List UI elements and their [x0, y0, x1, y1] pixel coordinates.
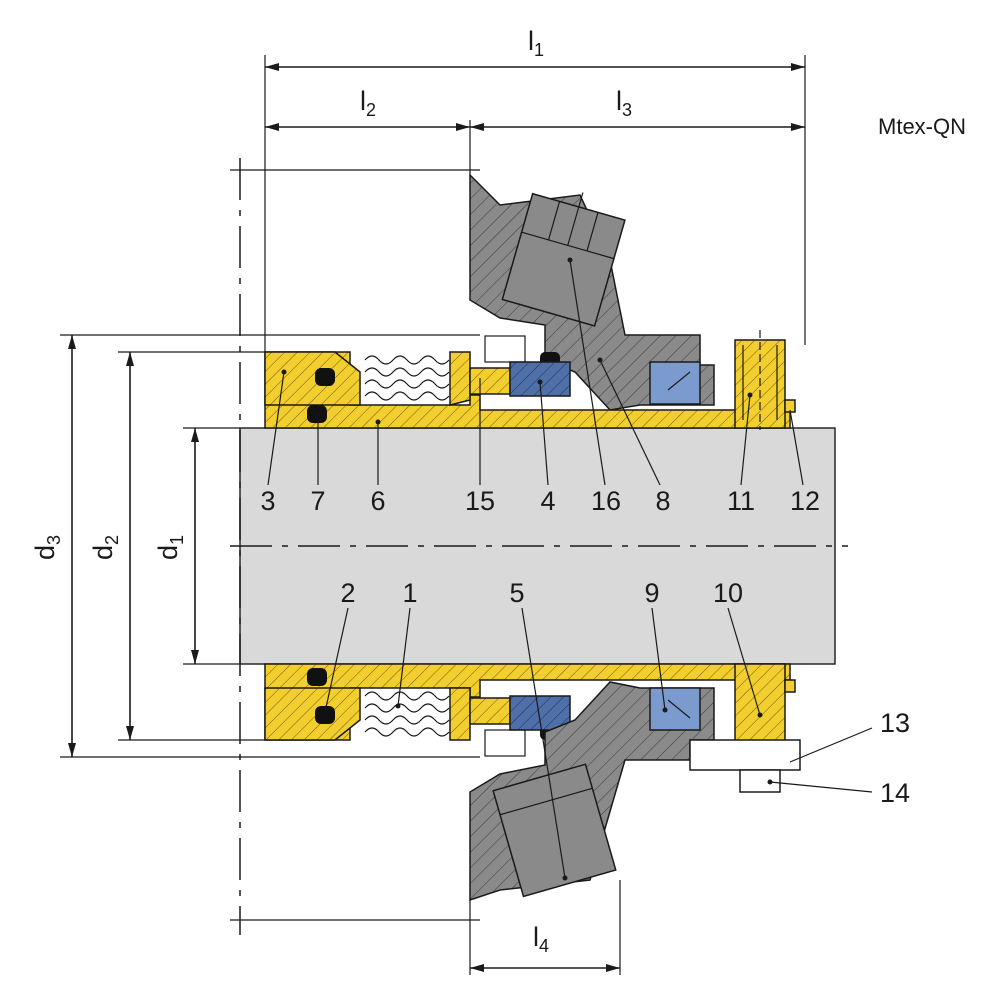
- part-label-15: 15: [465, 486, 495, 516]
- part-label-7: 7: [310, 486, 325, 516]
- clamp-ring-lower: [734, 663, 786, 753]
- seal-face-upper: [509, 361, 571, 397]
- rotating-face-upper: [469, 367, 511, 395]
- dim-l4-label: l4: [533, 922, 549, 956]
- part-label-9: 9: [644, 578, 659, 608]
- part-label-10: 10: [713, 578, 743, 608]
- seat-pin-upper: [667, 371, 691, 391]
- seal-face-lower: [509, 695, 571, 731]
- setting-screw: [739, 769, 781, 793]
- spring-upper: [364, 355, 450, 401]
- part-label-13: 13: [880, 708, 910, 738]
- o-ring-7b: [307, 405, 327, 423]
- rotating-face-lower: [469, 697, 511, 725]
- o-ring-2a: [307, 668, 327, 686]
- flush-plug-lower: [492, 763, 617, 898]
- o-ring-7a: [315, 368, 335, 386]
- part-label-16: 16: [591, 486, 621, 516]
- drive-collar-lower: [264, 687, 361, 741]
- part-label-3: 3: [260, 486, 275, 516]
- spring-lower: [364, 691, 450, 737]
- part-label-2: 2: [340, 578, 355, 608]
- seat-pin-lower: [667, 699, 691, 719]
- retainer-upper: [484, 335, 526, 363]
- part-label-8: 8: [655, 486, 670, 516]
- model-title: Mtex-QN: [878, 114, 966, 139]
- part-label-4: 4: [540, 486, 555, 516]
- part-label-12: 12: [790, 486, 820, 516]
- part-label-1: 1: [402, 578, 417, 608]
- dim-d3-label: d3: [30, 535, 64, 560]
- part-label-6: 6: [370, 486, 385, 516]
- dim-l3-label: l3: [616, 86, 632, 120]
- retainer-lower: [484, 729, 526, 757]
- stationary-seat-lower: [649, 687, 701, 731]
- part-label-14: 14: [880, 778, 910, 808]
- dim-l1-label: l1: [528, 26, 544, 60]
- part-label-5: 5: [509, 578, 524, 608]
- thrust-ring-lower: [449, 687, 471, 741]
- setting-plate: [689, 739, 801, 771]
- retaining-clip-lower: [784, 679, 796, 693]
- dim-l2-label: l2: [360, 86, 376, 120]
- stationary-seat-upper: [649, 361, 701, 405]
- o-ring-2b: [315, 706, 335, 724]
- leader-lines: [267, 257, 873, 881]
- part-label-11: 11: [727, 486, 755, 516]
- drive-collar-upper: [264, 351, 361, 406]
- dim-d1-label: d1: [153, 535, 187, 560]
- flush-plug-upper: [501, 192, 626, 327]
- thrust-ring-upper: [449, 351, 471, 406]
- dim-d2-label: d2: [88, 535, 122, 560]
